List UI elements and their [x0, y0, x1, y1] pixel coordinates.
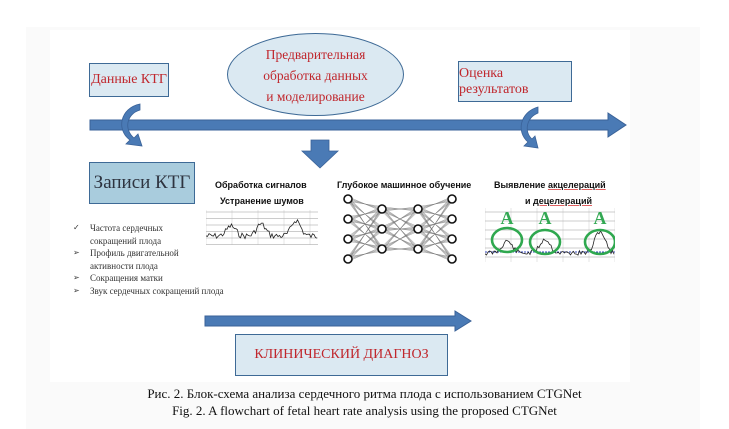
- acceleration-circle: [528, 228, 562, 256]
- signal-trace: [206, 218, 318, 240]
- ctg-records-box: Записи КТГ: [89, 162, 195, 204]
- curved-arrow-left: [121, 103, 143, 147]
- caption-russian: Рис. 2. Блок-схема анализа сердечного ри…: [147, 386, 582, 401]
- detection-label-line-2: и децелераций: [525, 196, 592, 206]
- detection-label-line-1: Выявление акцелераций: [494, 180, 606, 190]
- nn-connection: [417, 236, 453, 252]
- preprocessing-line-1: Предварительная: [265, 47, 366, 62]
- diagnosis-arrow: [204, 310, 472, 332]
- nn-connection: [347, 246, 383, 262]
- ctg-signal-list: ✓ Частота сердечных сокращений плода ➢ Пр…: [73, 222, 224, 298]
- nn-connection: [347, 206, 383, 222]
- ctg-records-label: Записи КТГ: [93, 172, 191, 193]
- nn-node: [377, 204, 387, 214]
- list-item-text: активности плода: [90, 260, 158, 271]
- arrowhead-bullet-icon: ➢: [73, 285, 80, 295]
- ctg-data-label: Данные КТГ: [91, 72, 167, 87]
- check-icon: ✓: [73, 223, 80, 232]
- nn-node: [447, 254, 457, 264]
- list-item-text: Профиль двигательной: [90, 248, 179, 259]
- acceleration-marker: A: [539, 208, 552, 228]
- nn-node: [343, 234, 353, 244]
- nn-node: [413, 244, 423, 254]
- curved-arrow-right: [520, 106, 539, 149]
- list-item-text: Звук сердечных сокращений плода: [90, 285, 224, 296]
- nn-connection: [381, 246, 419, 252]
- preprocessing-line-3: и моделирование: [266, 89, 365, 104]
- arrowhead-bullet-icon: ➢: [73, 248, 80, 258]
- acceleration-circle: [583, 228, 615, 256]
- nn-node: [447, 194, 457, 204]
- detection-prefix-2: и: [525, 196, 534, 206]
- denoised-signal-plot: [206, 210, 318, 245]
- nn-connection: [417, 251, 453, 257]
- ctg-data-box: Данные КТГ: [89, 63, 169, 97]
- nn-connection: [347, 206, 383, 242]
- nn-node: [377, 244, 387, 254]
- evaluation-label: Оценка результатов: [459, 65, 529, 97]
- acceleration-marker: A: [501, 208, 514, 228]
- evaluation-box: Оценка результатов: [458, 61, 572, 102]
- signal-processing-label: Обработка сигналов: [215, 180, 307, 190]
- nn-node: [377, 224, 387, 234]
- nn-node: [343, 214, 353, 224]
- nn-connection: [347, 226, 383, 262]
- decelerations-word: децелераций: [533, 196, 593, 206]
- neural-network-icon: [343, 194, 457, 264]
- nn-node: [413, 204, 423, 214]
- acceleration-circle: [490, 226, 524, 254]
- down-arrow: [300, 139, 340, 169]
- list-item-text: сокращений плода: [90, 235, 162, 246]
- nn-node: [447, 214, 457, 224]
- nn-connection: [417, 196, 453, 232]
- clinical-diagnosis-label: КЛИНИЧЕСКИЙ ДИАГНОЗ: [254, 347, 429, 362]
- nn-connection: [417, 196, 453, 252]
- preprocessing-ellipse: Предварительная обработка данных и модел…: [227, 33, 404, 116]
- signal-trace: [485, 230, 615, 256]
- nn-connection: [417, 196, 453, 212]
- nn-node: [413, 224, 423, 234]
- list-item-text: Сокращения матки: [90, 273, 163, 284]
- nn-node: [343, 194, 353, 204]
- noise-removal-label: Устранение шумов: [220, 196, 304, 206]
- preprocessing-line-2: обработка данных: [263, 68, 368, 83]
- list-item: ➢ Сокращения матки: [73, 272, 224, 285]
- nn-connection: [417, 216, 453, 252]
- list-item: ✓ Частота сердечных сокращений плода: [73, 222, 224, 247]
- caption-english: Fig. 2. A flowchart of fetal heart rate …: [172, 403, 557, 418]
- main-timeline-arrow: [89, 112, 627, 138]
- arrowhead-bullet-icon: ➢: [73, 273, 80, 283]
- list-item: ➢ Звук сердечных сокращений плода: [73, 285, 224, 298]
- acceleration-marker: A: [594, 208, 607, 228]
- nn-connection: [347, 206, 383, 262]
- deep-learning-label: Глубокое машинное обучение: [337, 180, 472, 190]
- nn-node: [447, 234, 457, 244]
- clinical-diagnosis-box: КЛИНИЧЕСКИЙ ДИАГНОЗ: [235, 334, 448, 376]
- list-item-text: Частота сердечных: [90, 223, 164, 233]
- nn-node: [343, 254, 353, 264]
- accelerations-word: акцелераций: [547, 180, 606, 190]
- detection-prefix: Выявление: [494, 180, 548, 190]
